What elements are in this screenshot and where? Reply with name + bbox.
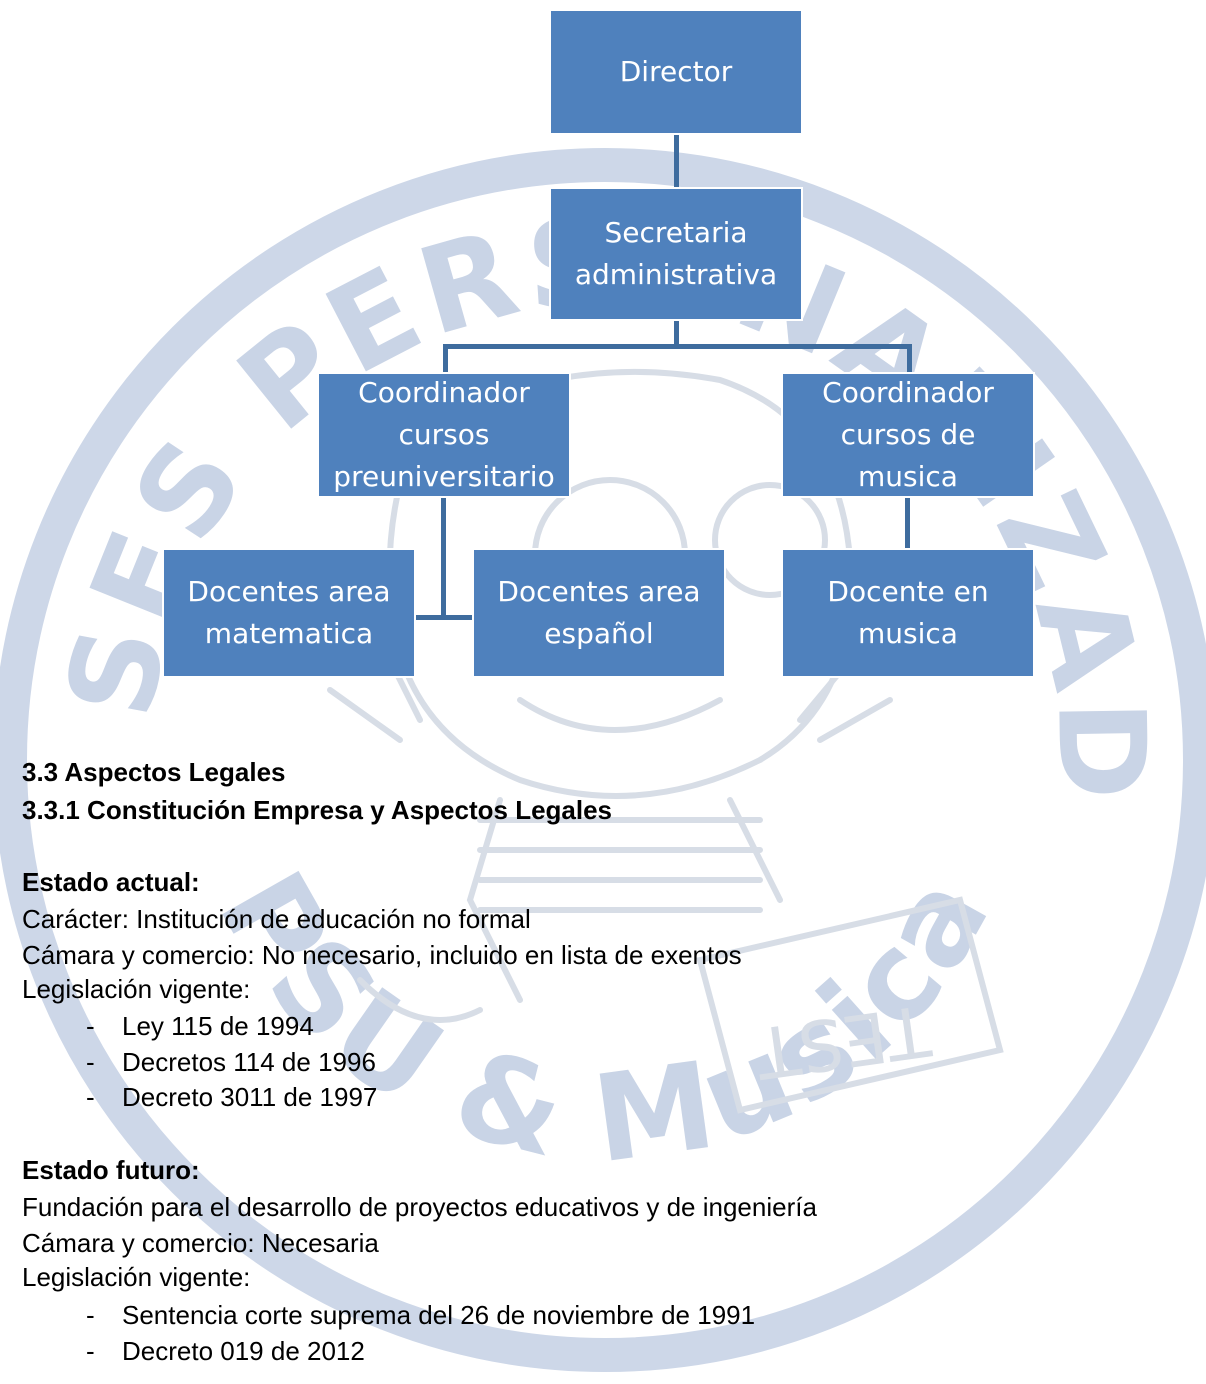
connector-horizontal-coordinators — [443, 344, 912, 349]
connector-coord-mus-down — [905, 496, 910, 548]
connector-teachers-horizontal — [414, 615, 474, 620]
student-cartoon-drawing — [327, 368, 1004, 1114]
list-item: Decretos 114 de 1996 — [122, 1047, 376, 1077]
list-bullet: - — [86, 1082, 95, 1112]
list-bullet: - — [86, 1011, 95, 1041]
section-subheading: 3.3.1 Constitución Empresa y Aspectos Le… — [22, 795, 613, 825]
org-node-secretaria: Secretaria administrativa — [549, 187, 803, 321]
list-item: Ley 115 de 1994 — [122, 1011, 314, 1041]
estado-futuro-legislacion: Legislación vigente: — [22, 1262, 251, 1292]
list-item: Decreto 019 de 2012 — [122, 1336, 365, 1366]
connector-director-secretaria — [674, 133, 679, 188]
org-node-docentes-espanol: Docentes area español — [472, 548, 726, 678]
estado-futuro-title: Estado futuro: — [22, 1155, 200, 1185]
estado-actual-title: Estado actual: — [22, 867, 200, 897]
estado-futuro-fundacion: Fundación para el desarrollo de proyecto… — [22, 1192, 817, 1222]
estado-futuro-camara: Cámara y comercio: Necesaria — [22, 1228, 379, 1258]
list-item: Decreto 3011 de 1997 — [122, 1082, 378, 1112]
estado-actual-legislacion: Legislación vigente: — [22, 974, 251, 1004]
org-node-docentes-matematica: Docentes area matematica — [162, 548, 416, 678]
list-bullet: - — [86, 1047, 95, 1077]
section-heading: 3.3 Aspectos Legales — [22, 757, 286, 787]
org-node-director: Director — [549, 9, 803, 135]
estado-actual-camara: Cámara y comercio: No necesario, incluid… — [22, 940, 742, 970]
list-bullet: - — [86, 1336, 95, 1366]
connector-to-coord-mus — [907, 344, 912, 374]
org-node-coordinador-musica: Coordinador cursos de musica — [781, 372, 1035, 498]
estado-actual-caracter: Carácter: Institución de educación no fo… — [22, 904, 531, 934]
org-node-coordinador-preuniversitario: Coordinador cursos preuniversitario — [317, 372, 571, 498]
org-node-docente-musica: Docente en musica — [781, 548, 1035, 678]
list-item: Sentencia corte suprema del 26 de noviem… — [122, 1300, 756, 1330]
connector-coord-pre-down — [441, 496, 446, 618]
connector-secretaria-down — [674, 320, 679, 347]
list-bullet: - — [86, 1300, 95, 1330]
connector-to-coord-pre — [443, 344, 448, 374]
seal-outer-ring — [0, 148, 1206, 1372]
